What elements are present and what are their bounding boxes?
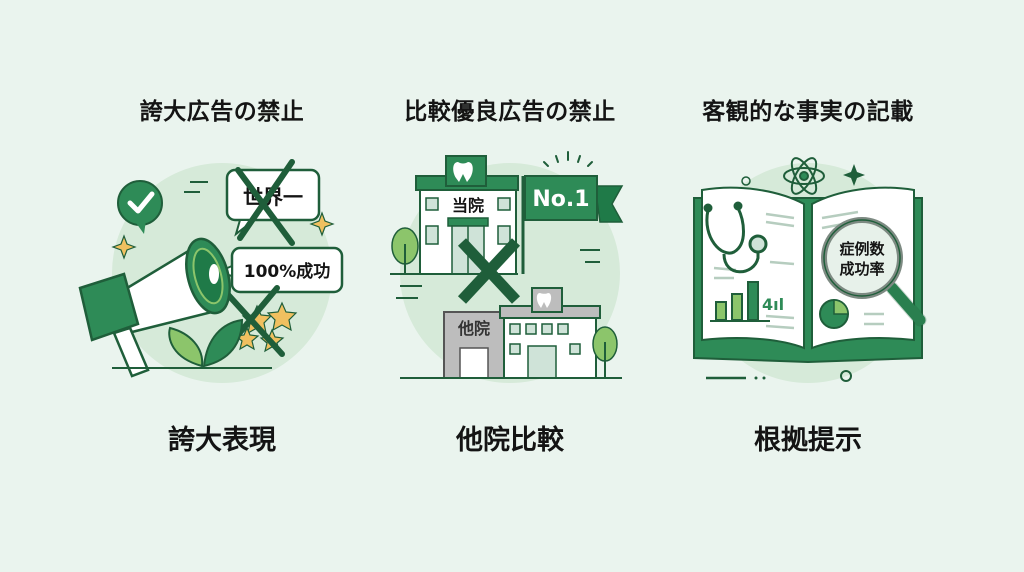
svg-text:他院: 他院: [457, 319, 490, 338]
sparkle-icon: [111, 234, 137, 260]
clinic-comparison-illustration: 当院 No.1: [390, 151, 624, 383]
panel-objective-facts: 客観的な事実の記載: [658, 0, 958, 572]
tree-icon: [391, 227, 419, 274]
stethoscope-icon: [703, 201, 768, 274]
svg-text:症例数: 症例数: [839, 240, 885, 258]
svg-text:成功率: 成功率: [839, 260, 884, 278]
speech-bubble-icon: 100%成功: [215, 246, 344, 294]
evidence-book-illustration: 4ıl 症例数 成功率: [693, 157, 927, 383]
megaphone-illustration: 世界一 100%成功: [78, 159, 344, 383]
pie-chart-icon: [819, 299, 849, 329]
tooth-icon: [453, 162, 473, 182]
sparkle-icon: [309, 211, 335, 237]
illustration-exaggerated-ads: 世界一 100%成功: [72, 148, 372, 388]
panel-title: 誇大広告の禁止: [139, 99, 305, 125]
panel-title: 客観的な事実の記載: [702, 99, 914, 125]
cross-mark-icon: [235, 159, 295, 246]
check-bubble-icon: [117, 180, 163, 234]
panel-title: 比較優良広告の禁止: [404, 99, 616, 125]
svg-text:当院: 当院: [452, 196, 484, 215]
illustration-comparative-ads: 当院 No.1: [360, 148, 660, 388]
panel-comparative-ads: 比較優良広告の禁止 当院: [360, 0, 660, 572]
clinic-building-icon: [499, 287, 601, 379]
other-clinic-building-icon: 他院: [443, 311, 505, 379]
tree-icon: [592, 326, 618, 378]
atom-icon: [783, 157, 825, 195]
panel-exaggerated-ads: 誇大広告の禁止 世界一: [72, 0, 372, 572]
star-icon: [234, 301, 298, 353]
panel-caption: 誇大表現: [168, 425, 276, 456]
illustration-objective-facts: 4ıl 症例数 成功率: [658, 148, 958, 388]
flag-icon: No.1: [521, 151, 624, 274]
panel-caption: 根拠提示: [754, 425, 862, 456]
bar-chart-icon: [710, 281, 770, 322]
svg-text:No.1: No.1: [532, 187, 589, 212]
magnifier-icon: 症例数 成功率: [821, 217, 927, 327]
svg-text:100%成功: 100%成功: [244, 261, 331, 282]
megaphone-icon: [78, 237, 231, 378]
clinic-building-icon: 当院: [415, 155, 519, 275]
cross-mark-icon: [457, 238, 521, 304]
leaf-icon: [168, 318, 244, 368]
tooth-icon: [536, 293, 552, 308]
sparkle-icon: [843, 164, 865, 186]
panel-caption: 他院比較: [456, 425, 564, 456]
svg-text:4ıl: 4ıl: [762, 295, 784, 314]
